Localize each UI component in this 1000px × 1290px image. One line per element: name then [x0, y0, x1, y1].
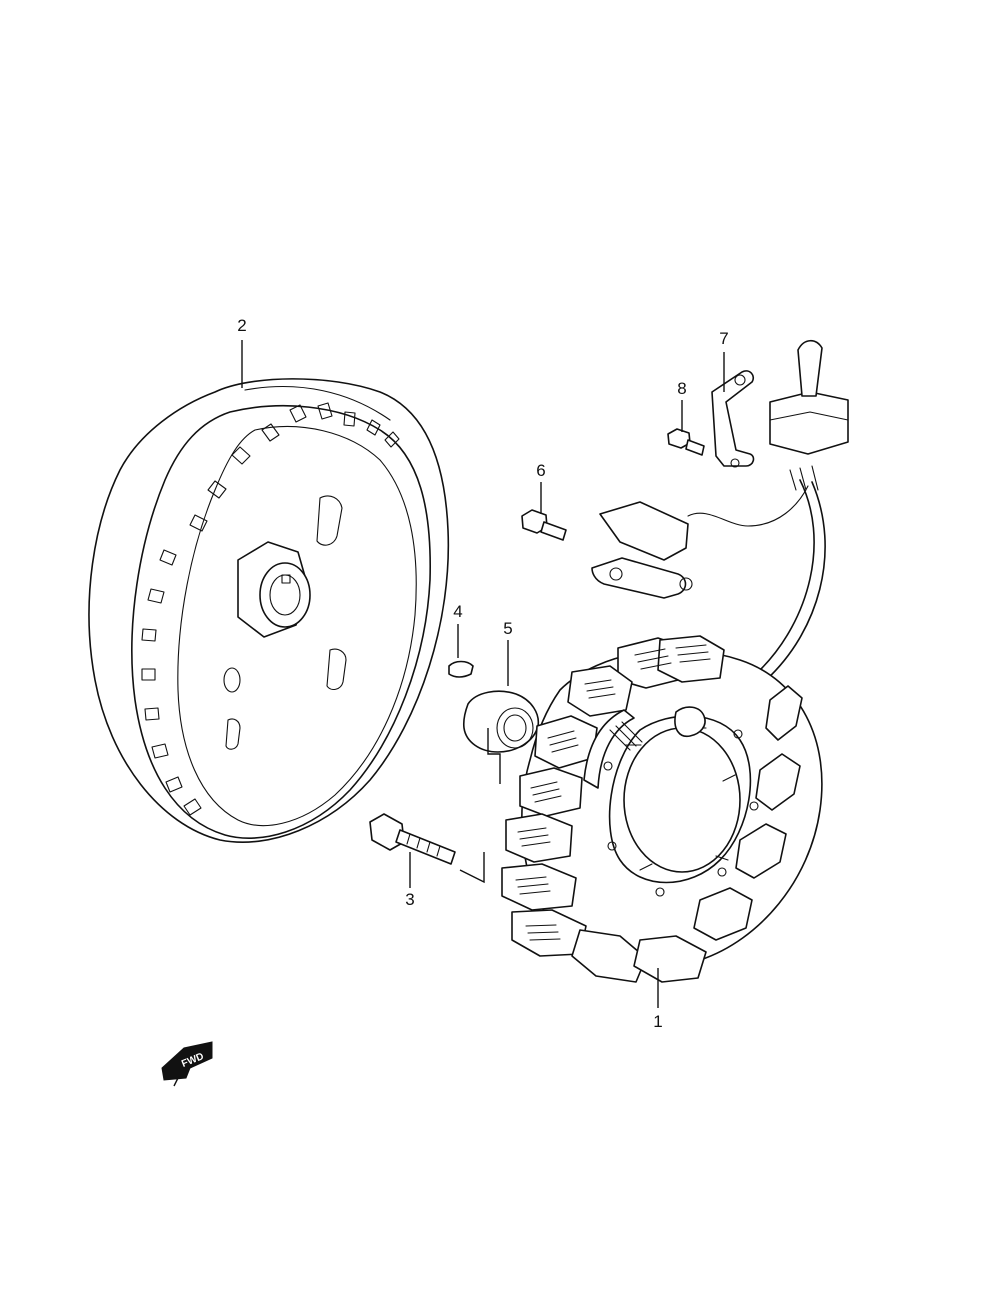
- stator-pole-hatching: [515, 644, 711, 941]
- callout-1: 1: [653, 1012, 662, 1031]
- callouts: 1 2 3 4 5 6 7 8: [237, 316, 728, 1031]
- callout-3: 3: [405, 890, 414, 909]
- part-stator: [501, 635, 823, 983]
- callout-2: 2: [237, 316, 246, 335]
- fwd-arrow-icon: FWD: [161, 1041, 213, 1087]
- assembly-lines: [459, 728, 501, 884]
- part-rotor: [88, 378, 450, 843]
- rotor-magnet-slots: [141, 402, 400, 816]
- part-pickup-coil: [591, 485, 809, 599]
- callout-8: 8: [677, 379, 686, 398]
- part-key: [448, 660, 474, 678]
- part-nut: [462, 690, 540, 753]
- callout-4: 4: [453, 602, 462, 621]
- callout-5: 5: [503, 619, 512, 638]
- part-small-bolt-6: [521, 509, 567, 541]
- part-screw-8: [667, 428, 705, 456]
- callout-6: 6: [536, 461, 545, 480]
- stator-poles: [501, 635, 803, 983]
- part-bolt: [369, 813, 456, 865]
- part-clamp: [711, 370, 755, 468]
- callout-7: 7: [719, 329, 728, 348]
- rotor-hub: [223, 495, 347, 750]
